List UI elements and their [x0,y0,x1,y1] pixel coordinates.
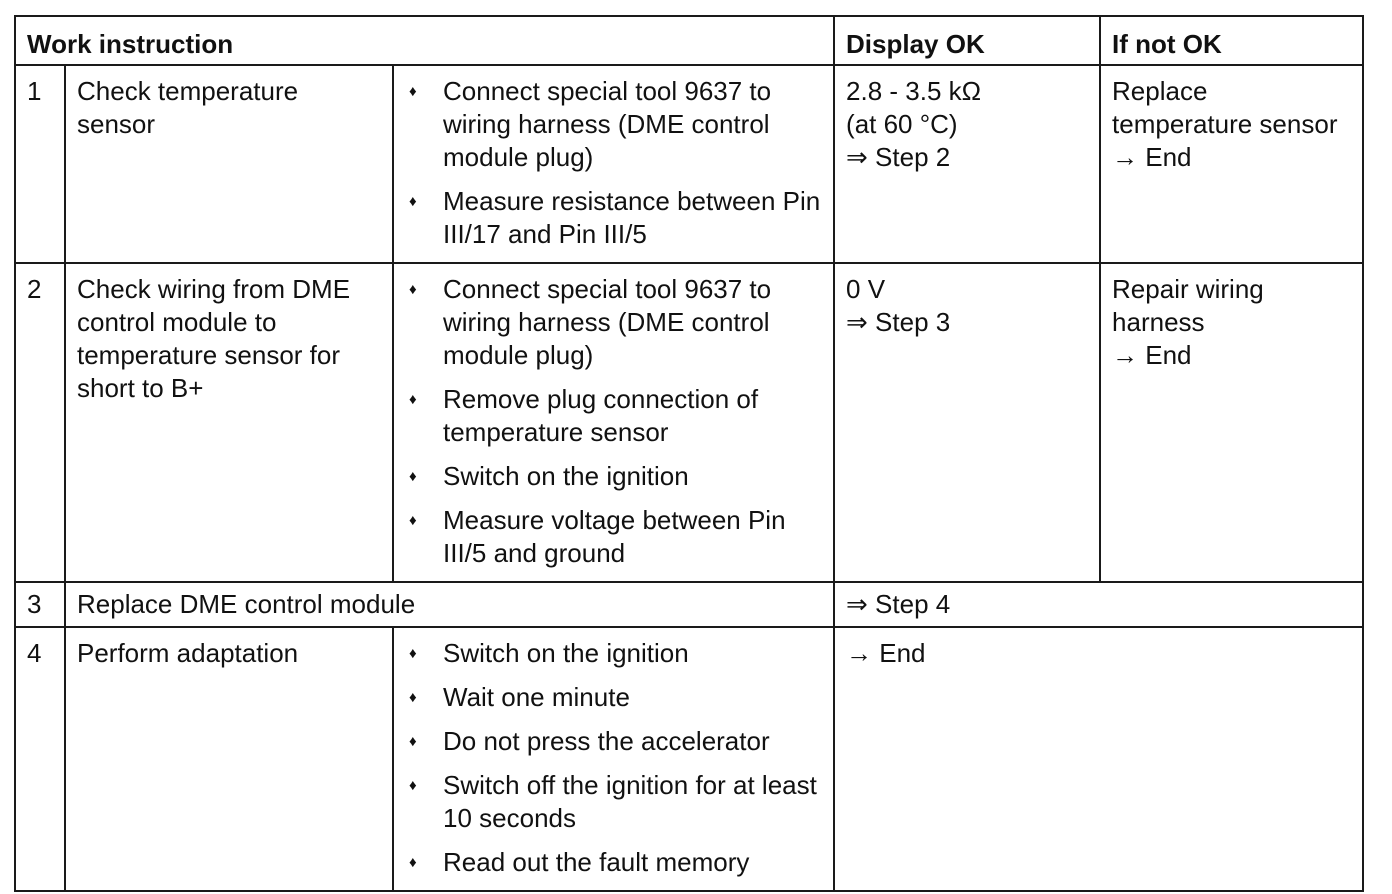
remedy-text: Repair wiring harness [1112,274,1264,337]
table-row: 2 Check wiring from DME control module t… [14,262,1365,583]
display-value: 2.8 - 3.5 kΩ [846,76,982,106]
remedy-next: → End [1112,142,1192,172]
instruction-item: Measure voltage between Pin III/5 and gr… [405,504,822,570]
table-row: 1 Check temperature sensor Connect speci… [14,64,1365,264]
instruction-item: Switch on the ignition [405,637,822,670]
task-cell: Perform adaptation [64,626,394,892]
task-cell: Check wiring from DME control module to … [64,262,394,583]
table-row: 3 Replace DME control module ⇒ Step 4 [14,581,1365,628]
display-ok-cell: 2.8 - 3.5 kΩ (at 60 °C) ⇒ Step 2 [833,64,1102,264]
instruction-list: Connect special tool 9637 to wiring harn… [405,273,822,570]
instruction-item: Measure resistance between Pin III/17 an… [405,185,822,251]
instruction-item: Wait one minute [405,681,822,714]
instruction-list: Switch on the ignition Wait one minute D… [405,637,822,879]
display-next-step: ⇒ Step 2 [846,142,951,172]
display-value: 0 V [846,274,886,304]
display-next-step: ⇒ Step 3 [846,307,951,337]
task-cell: Replace DME control module [63,581,836,628]
step-number: 3 [14,581,66,628]
header-display-ok: Display OK [833,15,1102,66]
instruction-item: Connect special tool 9637 to wiring harn… [405,75,822,174]
instruction-list: Connect special tool 9637 to wiring harn… [405,75,822,251]
table-row: 4 Perform adaptation Switch on the ignit… [14,626,1365,892]
if-not-ok-cell: Repair wiring harness → End [1099,262,1365,583]
header-row: Work instruction Display OK If not OK [13,15,1365,66]
instruction-item: Switch on the ignition [405,460,822,493]
display-condition: (at 60 °C) [846,109,958,139]
work-instruction-table: Work instruction Display OK If not OK 1 … [13,15,1365,892]
result-cell: → End [833,626,1365,892]
instruction-item: Switch off the ignition for at least 10 … [405,769,822,835]
instruction-item: Connect special tool 9637 to wiring harn… [405,273,822,372]
instruction-item: Remove plug connection of temperature se… [405,383,822,449]
task-cell: Check temperature sensor [64,64,394,264]
instructions-cell: Switch on the ignition Wait one minute D… [391,626,836,892]
step-number: 4 [14,626,66,892]
instructions-cell: Connect special tool 9637 to wiring harn… [391,262,836,583]
if-not-ok-cell: Replace temperature sensor → End [1099,64,1365,264]
result-cell: ⇒ Step 4 [833,581,1365,628]
step-number: 1 [14,64,66,264]
remedy-text: Replace temperature sensor [1112,76,1338,139]
header-if-not-ok: If not OK [1099,15,1365,66]
display-ok-cell: 0 V ⇒ Step 3 [833,262,1102,583]
instruction-item: Read out the fault memory [405,846,822,879]
header-work-instruction: Work instruction [13,15,836,66]
step-number: 2 [14,262,66,583]
instructions-cell: Connect special tool 9637 to wiring harn… [391,64,836,264]
remedy-next: → End [1112,340,1192,370]
instruction-item: Do not press the accelerator [405,725,822,758]
